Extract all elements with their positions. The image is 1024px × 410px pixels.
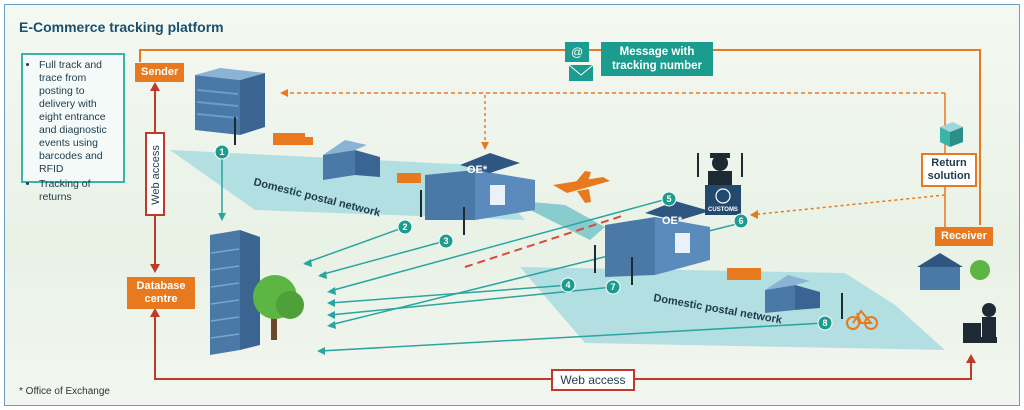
web-access-arrow-up [150, 82, 160, 91]
database-label: Database centre [127, 277, 195, 309]
package-icon [940, 122, 963, 147]
border-dashed-line [464, 214, 626, 268]
oe-label-1: OE* [467, 164, 488, 176]
return-arrow-head [280, 89, 288, 97]
footnote: * Office of Exchange [19, 386, 110, 397]
return-solution-label: Return solution [921, 153, 977, 187]
sender-label: Sender [135, 63, 185, 82]
page-title: E-Commerce tracking platform [19, 19, 224, 35]
info-box: Full track and trace from posting to del… [21, 53, 125, 203]
sender-building [195, 68, 265, 135]
oe-label-2: OE* [662, 215, 683, 227]
event-number-2: 2 [402, 222, 407, 232]
diagram-frame: @ 1 2 3 4 5 6 7 8 Domestic postal networ… [4, 4, 1020, 406]
message-line [139, 49, 981, 225]
message-label: Message with tracking number [601, 42, 713, 76]
web-access-bottom-box: Web access [551, 369, 635, 391]
truck-2 [397, 173, 421, 183]
receiver-house [917, 253, 990, 290]
event-marker-2 [397, 219, 413, 235]
web-access-bottom-arrow-left [150, 308, 160, 317]
tree [253, 275, 304, 340]
bicycle-icon [846, 309, 878, 330]
truck-1 [273, 133, 313, 145]
event-arrow-heads [218, 213, 336, 355]
event-number-8: 8 [822, 318, 827, 328]
domestic-network-road-2 [520, 267, 945, 350]
diagram-canvas: @ 1 2 3 4 5 6 7 8 Domestic postal networ… [139, 42, 997, 380]
oe-building-1 [425, 153, 535, 220]
web-access-vertical-box [145, 132, 165, 216]
return-to-customs-arrow [750, 210, 758, 219]
event-marker-1 [214, 144, 230, 160]
event-marker-7 [605, 279, 621, 295]
web-access-vertical-label: Web access [150, 145, 162, 205]
web-access-bottom-arrow [966, 354, 976, 363]
event-marker-3 [438, 233, 454, 249]
antenna-icons [234, 117, 843, 319]
globe-icon [715, 188, 731, 204]
oe-building-2 [605, 201, 710, 277]
customs-label: CUSTOMS [708, 207, 738, 213]
info-item-tracking: Full track and trace from posting to del… [39, 59, 117, 176]
warehouse-1 [323, 140, 380, 180]
event-marker-6 [733, 213, 749, 229]
return-to-customs [749, 194, 946, 216]
airplane-icon [553, 171, 610, 203]
receiver-label: Receiver [935, 227, 993, 246]
customs-officer-icon [708, 153, 732, 185]
customs-panel [705, 185, 741, 215]
email-envelope-icon: @ [565, 42, 594, 81]
database-building [210, 230, 260, 355]
event-markers [214, 144, 833, 331]
web-access-arrow-down [150, 264, 160, 273]
event-marker-8 [817, 315, 833, 331]
event-number-5: 5 [666, 194, 671, 204]
event-number-1: 1 [219, 147, 224, 157]
event-number-6: 6 [738, 216, 743, 226]
event-marker-4 [560, 277, 576, 293]
oe-drop-arrow [481, 142, 489, 150]
warehouse-2 [765, 275, 820, 313]
truck-3 [727, 268, 761, 280]
event-number-3: 3 [443, 236, 448, 246]
event-marker-5 [661, 191, 677, 207]
info-item-returns: Tracking of returns [39, 178, 117, 204]
event-number-7: 7 [610, 282, 615, 292]
receiver-person-icon [963, 303, 997, 343]
svg-text:@: @ [571, 45, 583, 59]
event-number-4: 4 [565, 280, 570, 290]
